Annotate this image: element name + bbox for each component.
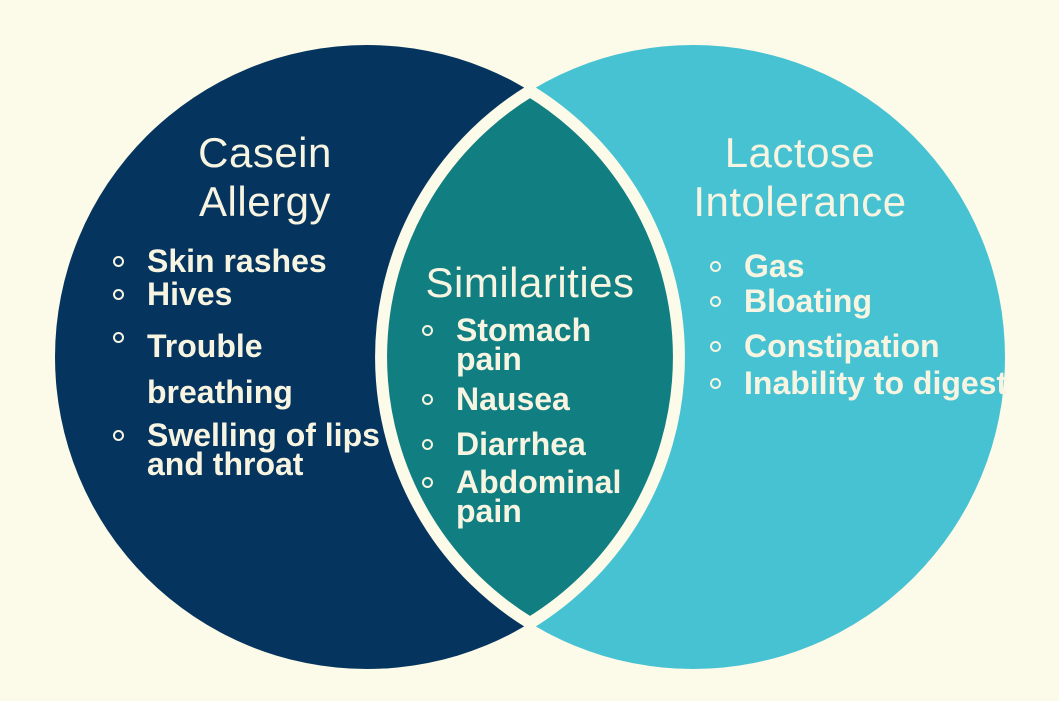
bullet-icon <box>710 296 721 307</box>
bullet-icon <box>113 256 124 267</box>
list-item: Bloating <box>710 283 1040 319</box>
list-item: Nausea <box>422 381 662 417</box>
symptom-text: Trouble breathing <box>147 328 293 410</box>
list-item: Stomach pain <box>422 312 662 377</box>
symptom-text: Bloating <box>744 283 872 319</box>
list-item: Inability to digest <box>710 365 1040 401</box>
overlap-symptom-list: Stomach pain Nausea Diarrhea Abdominal p… <box>422 312 662 529</box>
bullet-icon <box>710 341 721 352</box>
list-item: Trouble breathing <box>113 323 413 415</box>
list-item: Skin rashes <box>113 243 413 279</box>
list-item: Gas <box>710 248 1040 284</box>
symptom-text: Swelling of lips and throat <box>147 417 380 482</box>
list-item: Constipation <box>710 328 1040 364</box>
list-item: Hives <box>113 276 413 312</box>
symptom-text: Stomach pain <box>456 312 592 377</box>
symptom-text: Skin rashes <box>147 243 327 279</box>
symptom-text: Hives <box>147 276 233 312</box>
symptom-text: Diarrhea <box>456 426 586 462</box>
list-item: Swelling of lips and throat <box>113 417 413 482</box>
symptom-text: Constipation <box>744 328 940 364</box>
bullet-icon <box>710 378 721 389</box>
bullet-icon <box>422 394 433 405</box>
list-item: Diarrhea <box>422 426 662 462</box>
left-symptom-list: Skin rashes Hives Trouble breathing Swel… <box>113 243 413 482</box>
overlap-lens-shape <box>375 83 685 631</box>
symptom-text: Abdominal pain <box>456 464 622 529</box>
bullet-icon <box>113 289 124 300</box>
overlap-title: Similarities <box>425 259 635 306</box>
bullet-icon <box>710 261 721 272</box>
bullet-icon <box>113 332 124 343</box>
symptom-text: Nausea <box>456 381 570 417</box>
symptom-text: Inability to digest <box>744 365 1008 401</box>
bullet-icon <box>422 477 433 488</box>
bullet-icon <box>422 325 433 336</box>
bullet-icon <box>422 439 433 450</box>
right-symptom-list: Gas Bloating Constipation Inability to d… <box>710 248 1040 401</box>
bullet-icon <box>113 430 124 441</box>
right-circle-title: Lactose Intolerance <box>693 129 907 225</box>
symptom-text: Gas <box>744 248 805 284</box>
list-item: Abdominal pain <box>422 464 662 529</box>
left-circle-title: Casein Allergy <box>198 129 332 225</box>
